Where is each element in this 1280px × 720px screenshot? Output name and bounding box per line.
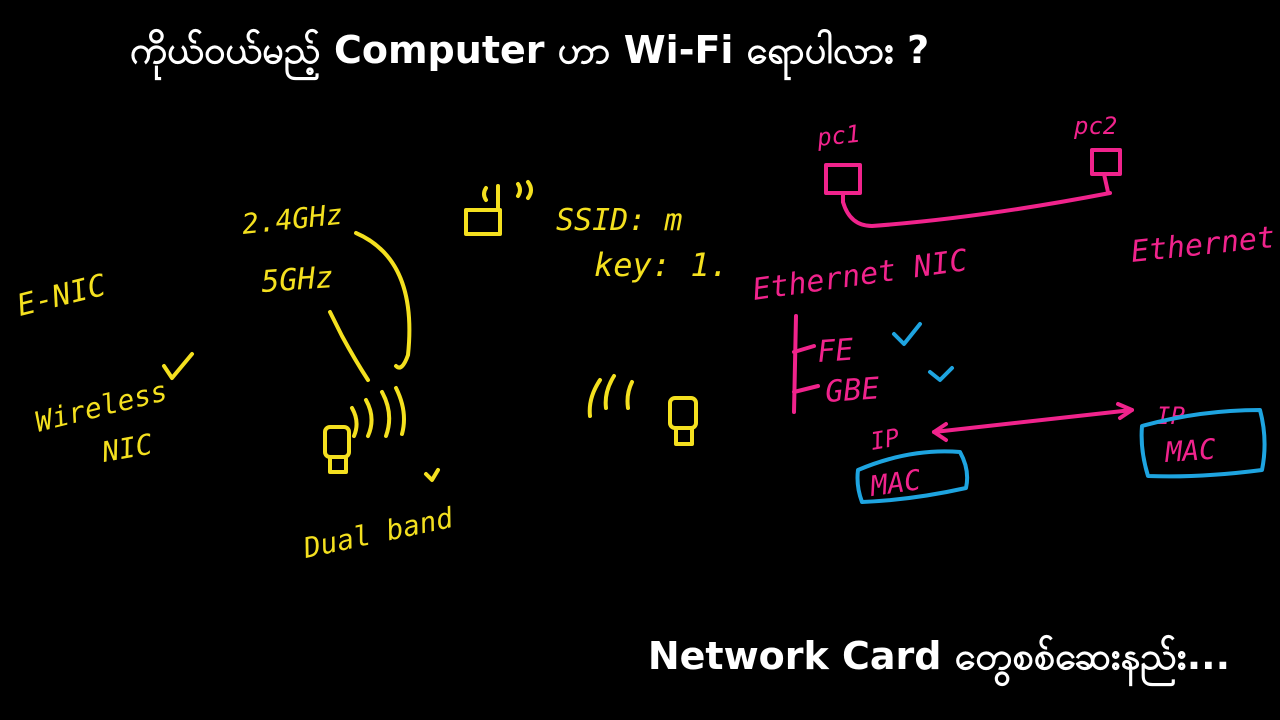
wireless-check-mark-icon bbox=[162, 352, 194, 380]
pink-ink-layer bbox=[792, 148, 1134, 442]
pc2-stand bbox=[1102, 172, 1110, 194]
video-title: ကိုယ်ဝယ်မည့် Computer ဟာ Wi-Fi ရောပါလား … bbox=[130, 28, 930, 72]
note-band-2-4ghz: 2.4GHz bbox=[240, 198, 344, 241]
note-band-5ghz: 5GHz bbox=[260, 260, 335, 300]
label-ip-left: IP bbox=[868, 423, 902, 456]
router-signal-waves-icon bbox=[482, 180, 533, 202]
label-ethernet-nic: Ethernet NIC bbox=[750, 243, 970, 308]
blue-ink-layer bbox=[855, 322, 1267, 504]
ip-arrow-head-left bbox=[932, 422, 948, 442]
fe-check-mark-icon bbox=[892, 322, 922, 346]
ip-double-arrow bbox=[932, 408, 1134, 434]
yellow-text-layer: E-NIC Wireless NIC 2.4GHz 5GHz Dual band… bbox=[13, 198, 728, 565]
label-pc2: pc2 bbox=[1073, 112, 1117, 140]
band-arrow-line bbox=[328, 310, 370, 382]
pc2-monitor-icon bbox=[1090, 148, 1122, 176]
label-mac-right: MAC bbox=[1163, 433, 1217, 470]
note-ssid: SSID: m bbox=[556, 203, 682, 238]
pink-text-layer: pc1 pc2 Ethernet Ethernet NIC FE GBE IP … bbox=[750, 112, 1276, 503]
ethernet-cable-line bbox=[841, 191, 1112, 228]
label-ethernet-right: Ethernet bbox=[1129, 220, 1276, 270]
wifi-adapter-left-waves-icon bbox=[350, 386, 406, 438]
wifi-adapter-left-icon bbox=[323, 425, 351, 459]
video-footer-caption: Network Card တွေစစ်ဆေးနည်း... bbox=[647, 634, 1230, 678]
note-e-nic: E-NIC bbox=[13, 268, 109, 324]
band-bracket-arc bbox=[354, 231, 412, 370]
label-fe: FE bbox=[816, 333, 854, 370]
ip-arrow-head-right bbox=[1116, 402, 1134, 420]
note-dual-band: Dual band bbox=[300, 501, 457, 565]
note-key: key: 1. bbox=[594, 246, 729, 284]
nic-types-bracket bbox=[792, 314, 820, 414]
yellow-ink-layer bbox=[162, 180, 698, 482]
note-nic: NIC bbox=[99, 428, 156, 469]
wifi-adapter-right-plug bbox=[674, 426, 694, 446]
router-icon bbox=[464, 208, 502, 236]
label-gbe: GBE bbox=[824, 371, 880, 410]
wifi-adapter-right-icon bbox=[668, 396, 698, 430]
label-pc1: pc1 bbox=[815, 120, 862, 152]
mac-left-box bbox=[855, 449, 970, 504]
pc1-monitor-icon bbox=[824, 163, 862, 195]
mac-right-box bbox=[1139, 408, 1267, 479]
wifi-adapter-right-waves-icon bbox=[587, 374, 634, 418]
note-wireless: Wireless bbox=[32, 374, 171, 439]
gbe-check-mark-icon bbox=[928, 366, 954, 382]
dual-band-check-mark-icon bbox=[424, 468, 440, 482]
wifi-adapter-left-plug bbox=[328, 455, 348, 474]
